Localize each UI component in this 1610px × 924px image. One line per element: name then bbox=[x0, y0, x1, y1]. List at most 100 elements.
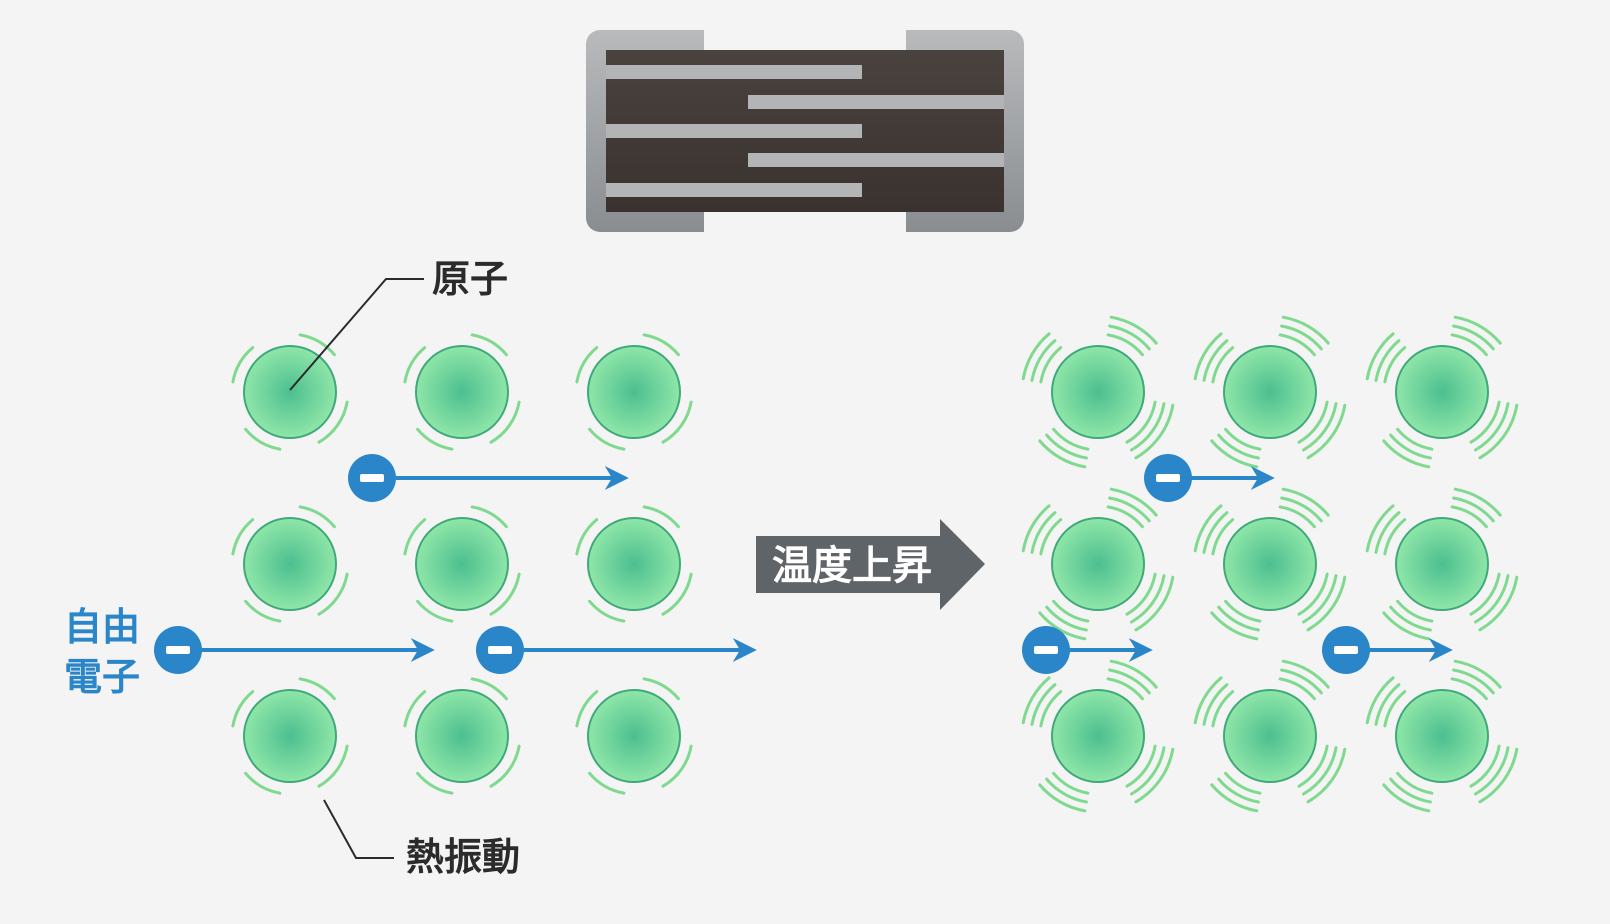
electron-minus-icon bbox=[348, 454, 396, 502]
vibration-arc bbox=[416, 427, 454, 451]
vibration-arc bbox=[1045, 605, 1088, 632]
vibration-arc bbox=[1106, 505, 1144, 529]
vibration-arc bbox=[661, 744, 693, 788]
vibration-arc bbox=[1453, 315, 1502, 345]
vibration-arc bbox=[1038, 783, 1087, 813]
atom-body bbox=[243, 517, 337, 611]
vibration-arc bbox=[1306, 747, 1347, 804]
vibration-arc bbox=[317, 400, 349, 444]
atom-circle-icon bbox=[1193, 315, 1347, 469]
vibration-arc bbox=[470, 505, 508, 529]
vibration-arc bbox=[575, 346, 599, 384]
vibration-arc bbox=[317, 572, 349, 616]
vibration-arc bbox=[1030, 339, 1057, 382]
vibration-arc bbox=[1052, 427, 1090, 451]
vibration-arc bbox=[1382, 783, 1431, 813]
atom-body bbox=[587, 689, 681, 783]
vibration-arc bbox=[1469, 744, 1501, 788]
temperature-rise-label: 温度上昇 bbox=[772, 543, 932, 589]
atom-body bbox=[1223, 517, 1317, 611]
vibration-arc bbox=[1021, 676, 1051, 725]
vibration-arc bbox=[1109, 487, 1158, 517]
atom-circle-icon bbox=[1365, 315, 1519, 469]
vibration-arc bbox=[298, 677, 336, 701]
vibration-arc bbox=[642, 677, 680, 701]
vibration-arc bbox=[1396, 427, 1434, 451]
atom-callout: 原子 bbox=[289, 257, 508, 391]
atom-body bbox=[587, 517, 681, 611]
vibration-arc bbox=[1452, 324, 1495, 351]
atom-leader-line bbox=[289, 278, 424, 391]
vibration-arc bbox=[661, 400, 693, 444]
vibration-arc bbox=[1280, 668, 1323, 695]
vibration-arc bbox=[416, 771, 454, 795]
left-electrons bbox=[154, 454, 524, 674]
vibration-arc bbox=[1210, 611, 1259, 641]
vibration-arc bbox=[588, 427, 626, 451]
atom-circle-icon bbox=[1021, 315, 1175, 469]
vibration-arc bbox=[1383, 518, 1407, 556]
atom-circle-icon bbox=[575, 505, 693, 623]
right-arrow-icon bbox=[756, 519, 985, 610]
vibration-arc bbox=[1109, 315, 1158, 345]
vibration-arc bbox=[489, 572, 521, 616]
vibration-arc bbox=[1383, 690, 1407, 728]
vibration-arc bbox=[1382, 611, 1431, 641]
atom-circle-icon bbox=[1021, 487, 1175, 641]
vibration-arc bbox=[588, 771, 626, 795]
vibration-arc bbox=[1278, 505, 1316, 529]
thermal-vibration-callout: 熱振動 bbox=[323, 799, 520, 879]
vibration-arc bbox=[1297, 744, 1329, 788]
atom-circle-icon bbox=[403, 677, 521, 795]
vibration-arc bbox=[1469, 572, 1501, 616]
vibration-arc bbox=[1365, 504, 1395, 553]
vibration-arc bbox=[1125, 572, 1157, 616]
vibration-arc bbox=[1450, 505, 1488, 529]
vibration-arc bbox=[1297, 572, 1329, 616]
atom-circle-icon bbox=[575, 677, 693, 795]
vibration-arc bbox=[1474, 574, 1510, 624]
vibration-arc bbox=[244, 771, 282, 795]
vibration-arc bbox=[1374, 683, 1401, 726]
vibration-arc bbox=[1193, 676, 1223, 725]
vibration-arc bbox=[661, 572, 693, 616]
vibration-arc bbox=[298, 333, 336, 357]
electron-minus-icon bbox=[1022, 626, 1070, 674]
vibration-arc bbox=[1374, 339, 1401, 382]
vibration-arc bbox=[231, 690, 255, 728]
vibration-arc bbox=[1193, 504, 1223, 553]
vibration-arc bbox=[1108, 324, 1151, 351]
vibration-arc bbox=[1030, 511, 1057, 554]
vibration-arc bbox=[1125, 400, 1157, 444]
vibration-arc bbox=[1211, 518, 1235, 556]
vibration-arc bbox=[1453, 659, 1502, 689]
vibration-arc bbox=[1217, 605, 1260, 632]
vibration-arc bbox=[1109, 659, 1158, 689]
vibration-arc bbox=[1045, 777, 1088, 804]
atom-circle-icon bbox=[231, 677, 349, 795]
vibration-arc bbox=[642, 505, 680, 529]
atom-body bbox=[1395, 345, 1489, 439]
vibration-arc bbox=[1383, 346, 1407, 384]
atom-circle-icon bbox=[231, 505, 349, 623]
vibration-arc bbox=[1130, 746, 1166, 796]
atom-circle-icon bbox=[1365, 487, 1519, 641]
vibration-arc bbox=[1202, 683, 1229, 726]
atom-body bbox=[1051, 517, 1145, 611]
vibration-arc bbox=[1478, 403, 1519, 460]
vibration-arc bbox=[1224, 427, 1262, 451]
atom-circle-icon bbox=[1365, 659, 1519, 813]
atom-body bbox=[1051, 689, 1145, 783]
vibration-arc bbox=[317, 744, 349, 788]
vibration-arc bbox=[1389, 777, 1432, 804]
vibration-arc bbox=[1211, 346, 1235, 384]
vibration-arc bbox=[403, 690, 427, 728]
vibration-arc bbox=[1374, 511, 1401, 554]
vibration-arc bbox=[1106, 333, 1144, 357]
free-electron-label-line2: 電子 bbox=[64, 655, 140, 699]
atom-body bbox=[1051, 345, 1145, 439]
vibration-arc bbox=[470, 677, 508, 701]
vibration-arc bbox=[1281, 487, 1330, 517]
atom-circle-icon bbox=[403, 333, 521, 451]
vibration-arc bbox=[1281, 659, 1330, 689]
